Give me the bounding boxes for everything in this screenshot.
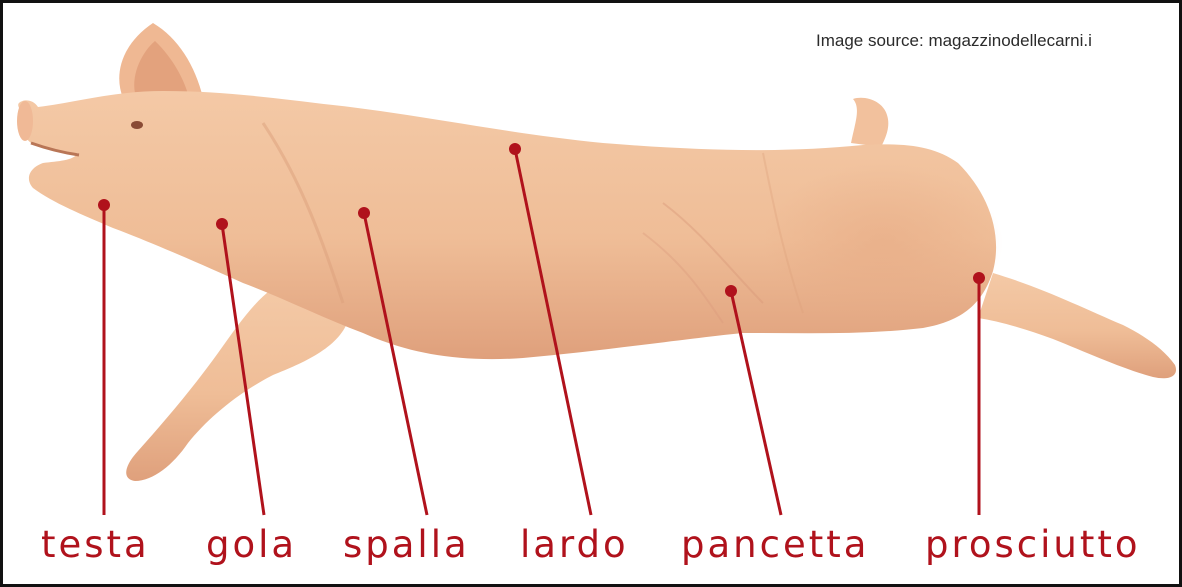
leader-dot-prosciutto	[973, 272, 985, 284]
leader-lines	[3, 3, 1179, 584]
leader-dot-lardo	[509, 143, 521, 155]
leader-line-lardo	[515, 149, 591, 515]
leader-dot-spalla	[358, 207, 370, 219]
leader-line-gola	[222, 224, 264, 515]
cut-label-pancetta: pancetta	[681, 523, 869, 566]
leader-dot-pancetta	[725, 285, 737, 297]
cut-label-testa: testa	[41, 523, 150, 566]
cut-label-prosciutto: prosciutto	[925, 523, 1141, 566]
leader-dot-gola	[216, 218, 228, 230]
leader-line-pancetta	[731, 291, 781, 515]
leader-dot-testa	[98, 199, 110, 211]
cut-label-gola: gola	[206, 523, 297, 566]
leader-line-spalla	[364, 213, 427, 515]
cut-label-lardo: lardo	[520, 523, 629, 566]
cut-label-spalla: spalla	[343, 523, 470, 566]
